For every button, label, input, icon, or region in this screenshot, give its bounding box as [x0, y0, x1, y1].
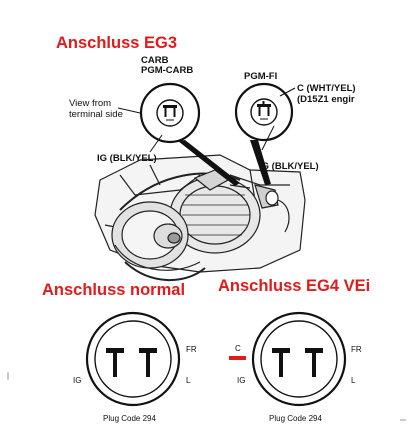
- view-note-line2: terminal side: [69, 109, 123, 120]
- bottom-right-l-label: L: [351, 376, 356, 385]
- bottom-right-plug-code: Plug Code 294: [269, 414, 322, 423]
- top-left-connector-drawing: [139, 82, 201, 144]
- bottom-left-l-label: L: [186, 376, 191, 385]
- top-left-pointer: [178, 140, 240, 186]
- top-right-ig-label: IG (BLK/YEL): [259, 161, 319, 172]
- bottom-right-plug-drawing: [251, 311, 347, 407]
- top-left-title-line1: CARB: [141, 55, 169, 66]
- top-left-ig-label: IG (BLK/YEL): [97, 153, 157, 164]
- view-note-line1: View from: [69, 98, 112, 109]
- c-wire-red-mark: [229, 356, 246, 360]
- alternator-illustration: [94, 154, 306, 281]
- top-right-c-label-line1: C (WHT/YEL): [297, 83, 356, 94]
- heading-eg3: Anschluss EG3: [56, 34, 178, 52]
- bottom-right-ig-label: IG: [237, 376, 246, 385]
- top-right-connector-drawing: [234, 82, 294, 142]
- bottom-right-c-label: C: [235, 344, 241, 353]
- bottom-left-ig-label: IG: [73, 376, 82, 385]
- top-right-c-label-line2: (D15Z1 engir: [297, 94, 355, 105]
- bottom-left-fr-label: FR: [186, 345, 197, 354]
- bottom-left-plug-code: Plug Code 294: [103, 414, 156, 423]
- top-right-title: PGM-FI: [244, 71, 278, 82]
- heading-normal: Anschluss normal: [42, 281, 186, 299]
- top-left-title-line2: PGM-CARB: [141, 65, 194, 76]
- top-right-pointer: [250, 140, 271, 185]
- bottom-right-fr-label: FR: [351, 345, 362, 354]
- heading-eg4-vei: Anschluss EG4 VEi: [218, 277, 371, 295]
- bottom-left-plug-drawing: [85, 311, 181, 407]
